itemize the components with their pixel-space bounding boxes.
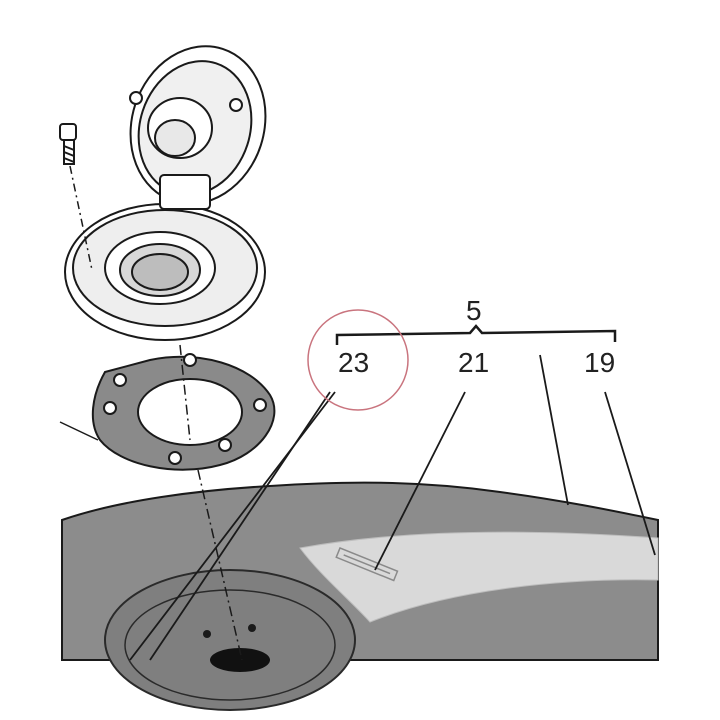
callout-23: 23 bbox=[338, 347, 369, 378]
screw bbox=[59, 123, 77, 165]
leader-lines bbox=[129, 354, 656, 661]
fuel-tank bbox=[61, 481, 659, 711]
callout-21: 21 bbox=[458, 347, 489, 378]
callout-19: 19 bbox=[584, 347, 615, 378]
fuel-cap-assembly bbox=[64, 45, 267, 341]
assembly-axis bbox=[179, 344, 243, 661]
logo-decal bbox=[335, 547, 399, 582]
highlight-circle bbox=[307, 309, 409, 411]
group-bracket bbox=[335, 324, 617, 345]
gasket bbox=[91, 353, 276, 471]
filler-recess bbox=[104, 569, 356, 711]
label-group-5: 5 bbox=[466, 295, 482, 326]
tank-decal-stripe bbox=[299, 531, 659, 623]
cap-lid bbox=[129, 45, 267, 210]
